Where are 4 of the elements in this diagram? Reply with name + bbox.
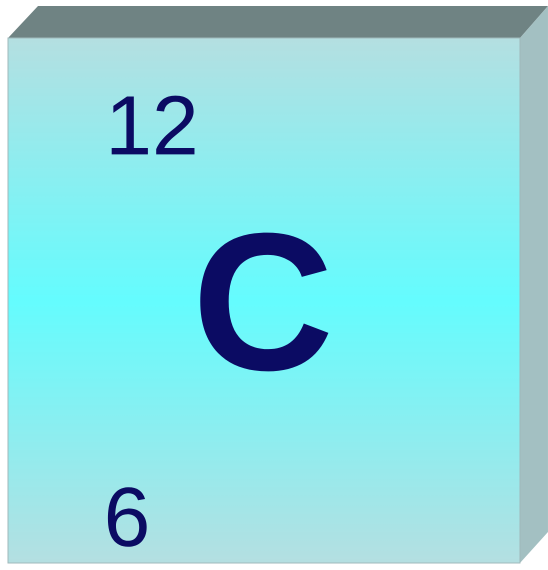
element-tile xyxy=(8,6,548,564)
atomic-number: 6 xyxy=(108,487,147,547)
mass-number: 12 xyxy=(112,96,194,154)
element-symbol: C xyxy=(200,232,328,372)
